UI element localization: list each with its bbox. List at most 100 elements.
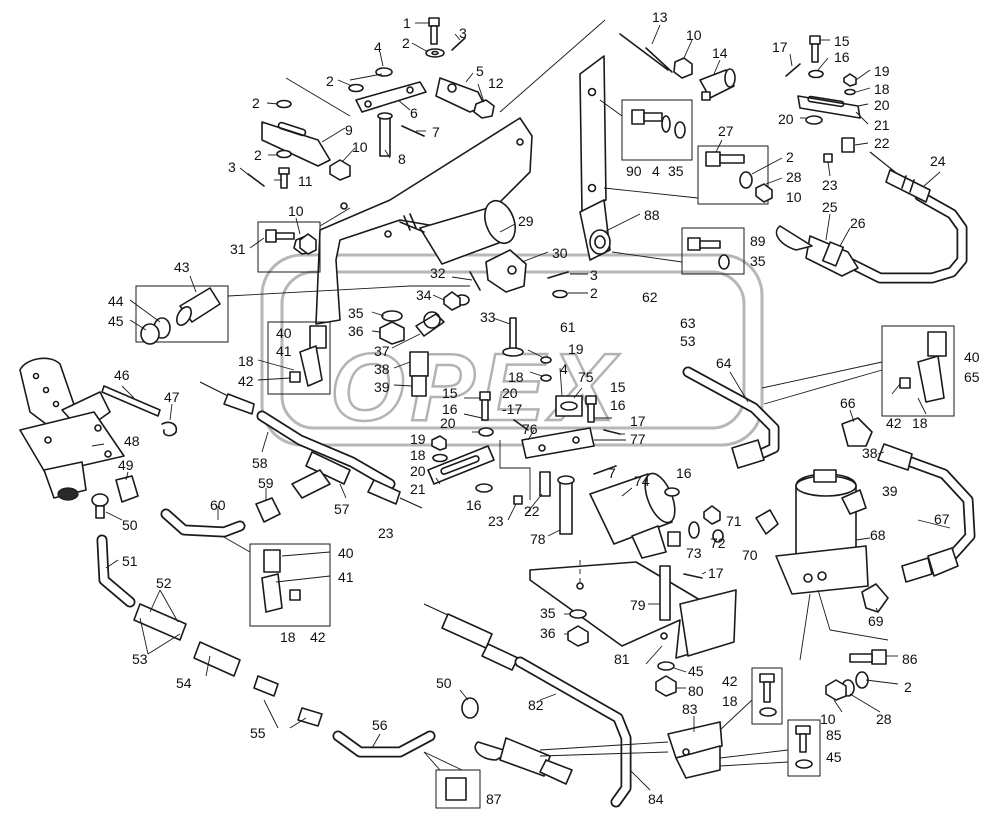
callout-3: 3 <box>459 25 467 41</box>
callout-56: 56 <box>372 717 388 733</box>
callout-5: 5 <box>476 63 484 79</box>
callout-40: 40 <box>964 349 980 365</box>
bottom-cable <box>423 603 821 808</box>
callout-16: 16 <box>834 49 850 65</box>
callout-20: 20 <box>410 463 426 479</box>
callout-2: 2 <box>254 147 262 163</box>
callout-25: 25 <box>822 199 838 215</box>
callout-37: 37 <box>374 343 390 359</box>
center-adjusters <box>427 349 626 537</box>
callout-18: 18 <box>280 629 296 645</box>
callout-38: 38 <box>374 361 390 377</box>
callout-32: 32 <box>430 265 446 281</box>
callout-13: 13 <box>652 9 668 25</box>
cylinder-bracket-assembly <box>249 117 549 325</box>
callout-69: 69 <box>868 613 884 629</box>
callout-58: 58 <box>252 455 268 471</box>
callout-74: 74 <box>634 473 650 489</box>
callout-68: 68 <box>870 527 886 543</box>
callout-50: 50 <box>122 517 138 533</box>
callout-2: 2 <box>786 149 794 165</box>
callout-40: 40 <box>338 545 354 561</box>
callout-4: 4 <box>374 39 382 55</box>
callout-63: 63 <box>680 315 696 331</box>
callout-43: 43 <box>174 259 190 275</box>
callout-2: 2 <box>590 285 598 301</box>
callout-47: 47 <box>164 389 180 405</box>
callout-6: 6 <box>410 105 418 121</box>
callout-79: 79 <box>630 597 646 613</box>
callout-3: 3 <box>228 159 236 175</box>
callout-21: 21 <box>874 117 890 133</box>
callout-82: 82 <box>528 697 544 713</box>
callout-80: 80 <box>688 683 704 699</box>
callout-45: 45 <box>688 663 704 679</box>
callout-73: 73 <box>686 545 702 561</box>
callout-59: 59 <box>258 475 274 491</box>
callout-4: 4 <box>652 163 660 179</box>
callout-10: 10 <box>686 27 702 43</box>
callout-18: 18 <box>508 369 524 385</box>
callout-23: 23 <box>488 513 504 529</box>
callout-17: 17 <box>772 39 788 55</box>
callout-7: 7 <box>608 465 616 481</box>
callout-19: 19 <box>874 63 890 79</box>
callout-45: 45 <box>826 749 842 765</box>
callout-50: 50 <box>436 675 452 691</box>
callout-67: 67 <box>934 511 950 527</box>
cylinder-74-plate-81 <box>529 472 779 697</box>
callout-18: 18 <box>912 415 928 431</box>
callout-65: 65 <box>964 369 980 385</box>
callout-35: 35 <box>668 163 684 179</box>
lower-left-lines <box>91 488 481 809</box>
callout-10: 10 <box>820 711 836 727</box>
callout-12: 12 <box>488 75 504 91</box>
callout-10: 10 <box>288 203 304 219</box>
callout-86: 86 <box>902 651 918 667</box>
callout-77: 77 <box>630 431 646 447</box>
callout-78: 78 <box>530 531 546 547</box>
callout-35: 35 <box>348 305 364 321</box>
pedal-assembly <box>19 357 178 501</box>
callout-7: 7 <box>432 124 440 140</box>
callout-48: 48 <box>124 433 140 449</box>
callout-51: 51 <box>122 553 138 569</box>
callout-89: 89 <box>750 233 766 249</box>
callout-52: 52 <box>156 575 172 591</box>
callout-10: 10 <box>352 139 368 155</box>
callout-33: 33 <box>480 309 496 325</box>
top-right-cable <box>775 35 968 284</box>
callout-2: 2 <box>402 35 410 51</box>
callout-71: 71 <box>726 513 742 529</box>
callout-21: 21 <box>410 481 426 497</box>
callout-83: 83 <box>682 701 698 717</box>
callout--17: -17 <box>502 401 522 417</box>
callout-16: 16 <box>676 465 692 481</box>
callout-23: 23 <box>822 177 838 193</box>
callout-8: 8 <box>398 151 406 167</box>
callout-44: 44 <box>108 293 124 309</box>
callout-4: 4 <box>560 361 568 377</box>
callout-36: 36 <box>348 323 364 339</box>
callout-40: 40 <box>276 325 292 341</box>
callout-81: 81 <box>614 651 630 667</box>
callout-42: 42 <box>310 629 326 645</box>
callout-29: 29 <box>518 213 534 229</box>
callout-20: 20 <box>778 111 794 127</box>
callout-18: 18 <box>238 353 254 369</box>
callout-90: 90 <box>626 163 642 179</box>
callout-57: 57 <box>334 501 350 517</box>
callout-66: 66 <box>840 395 856 411</box>
watermark-text: OPEX <box>330 334 621 441</box>
callout-2: 2 <box>904 679 912 695</box>
callout-53: 53 <box>680 333 696 349</box>
callout-76: 76 <box>522 421 538 437</box>
callout-10: 10 <box>786 189 802 205</box>
callout-42: 42 <box>722 673 738 689</box>
callout-41: 41 <box>276 343 292 359</box>
callout-22: 22 <box>524 503 540 519</box>
callout-11: 11 <box>298 173 313 189</box>
callout-61: 61 <box>560 319 576 335</box>
callout-26: 26 <box>850 215 866 231</box>
